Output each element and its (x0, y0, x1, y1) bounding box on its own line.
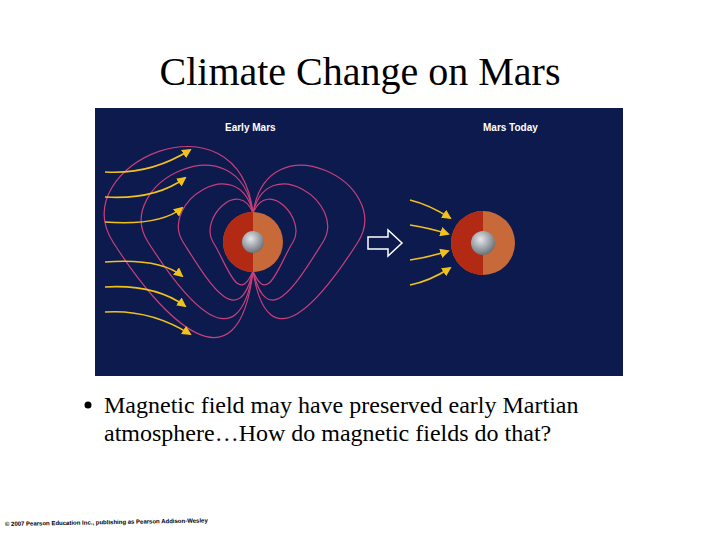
field-line (104, 146, 253, 337)
solar-wind-arrow (105, 287, 185, 306)
solar-wind-arrow (410, 268, 450, 285)
mars-today-globe (451, 211, 515, 275)
slide-title: Climate Change on Mars (0, 48, 720, 96)
solar-wind-arrow (105, 261, 182, 276)
field-line (141, 165, 253, 318)
panel-label: Early Mars (222, 121, 279, 134)
solar-wind-arrow (410, 251, 448, 260)
early-mars-globe (223, 212, 283, 272)
magnetic-field-lines (104, 146, 364, 337)
solar-wind-arrow (410, 225, 448, 234)
bullet-dot (85, 402, 92, 409)
field-line (178, 184, 253, 300)
mars-core (242, 231, 264, 253)
copyright-notice: © 2007 Pearson Education Inc., publishin… (5, 517, 208, 527)
solar-wind-arrows (105, 150, 450, 334)
solar-wind-arrow (105, 178, 185, 197)
bullet-text: Magnetic field may have preserved early … (104, 391, 652, 447)
solar-wind-arrow (105, 150, 190, 172)
mars-core (471, 231, 495, 255)
panel-label: Mars Today (480, 121, 541, 134)
transition-arrow (368, 230, 402, 256)
solar-wind-arrow (410, 200, 450, 218)
mars-surface (223, 212, 283, 272)
mars-surface (451, 211, 515, 275)
solar-wind-arrow (105, 312, 190, 334)
solar-wind-arrow (105, 208, 182, 223)
image-panel (95, 108, 623, 376)
